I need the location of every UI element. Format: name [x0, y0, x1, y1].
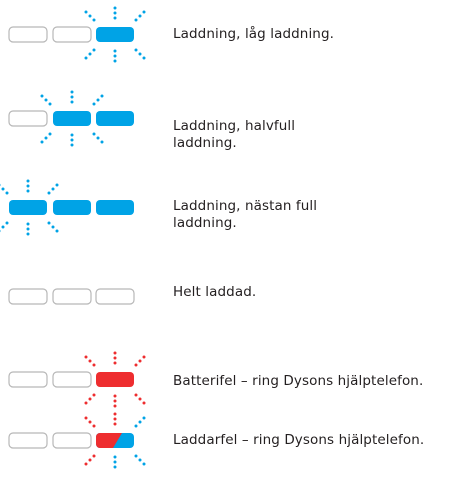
status-label-almost-full: Laddning, nästan full laddning. — [173, 198, 318, 231]
status-row-half-charge: Laddning, halvfull laddning. — [0, 82, 455, 152]
blink-rays-icon — [84, 351, 146, 408]
status-label-charger-fault: Laddarfel – ring Dysons hjälptelefon. — [173, 432, 425, 448]
battery-indicator-charger-fault-icon — [8, 412, 146, 469]
status-label-fully-charged: Helt laddad. — [173, 284, 257, 300]
blink-rays-icon — [0, 179, 59, 236]
battery-segment-1-off — [8, 110, 48, 127]
status-row-battery-fault: Batterifel – ring Dysons hjälptelefon. — [0, 345, 455, 415]
status-label-low-charge: Laddning, låg laddning. — [173, 26, 335, 42]
battery-segment-3-red — [96, 372, 134, 387]
battery-indicator-fully-charged-icon — [8, 288, 135, 305]
battery-indicator-almost-full-icon — [0, 179, 134, 236]
battery-indicator-half-charge-icon — [8, 90, 134, 147]
battery-segment-2-blue — [53, 200, 91, 215]
battery-segment-1-off — [8, 26, 48, 43]
battery-segment-2-off — [52, 371, 92, 388]
battery-indicator-low-charge-icon — [8, 6, 146, 63]
battery-segment-1-off — [8, 371, 48, 388]
battery-segment-1-off — [8, 288, 48, 305]
status-row-low-charge: Laddning, låg laddning. — [0, 0, 455, 70]
battery-segment-2-blue — [53, 111, 91, 126]
battery-segment-2-off — [52, 26, 92, 43]
battery-segment-1-blue — [9, 200, 47, 215]
blink-rays-icon — [84, 412, 146, 469]
status-row-fully-charged: Helt laddad. — [0, 262, 455, 322]
battery-segment-3-off — [95, 288, 135, 305]
battery-segment-2-off — [52, 432, 92, 449]
battery-indicator-battery-fault-icon — [8, 351, 146, 408]
blink-rays-icon — [40, 90, 104, 147]
blink-rays-icon — [84, 6, 146, 63]
battery-segment-3-red-blue — [96, 433, 134, 448]
battery-segment-3-blue — [96, 200, 134, 215]
status-row-almost-full: Laddning, nästan full laddning. — [0, 172, 455, 242]
status-label-battery-fault: Batterifel – ring Dysons hjälptelefon. — [173, 373, 424, 389]
battery-segment-2-off — [52, 288, 92, 305]
battery-segment-3-blue — [96, 111, 134, 126]
battery-segment-1-off — [8, 432, 48, 449]
battery-segment-3-blue — [96, 27, 134, 42]
status-row-charger-fault: Laddarfel – ring Dysons hjälptelefon. — [0, 410, 455, 485]
status-label-half-charge: Laddning, halvfull laddning. — [173, 118, 296, 151]
